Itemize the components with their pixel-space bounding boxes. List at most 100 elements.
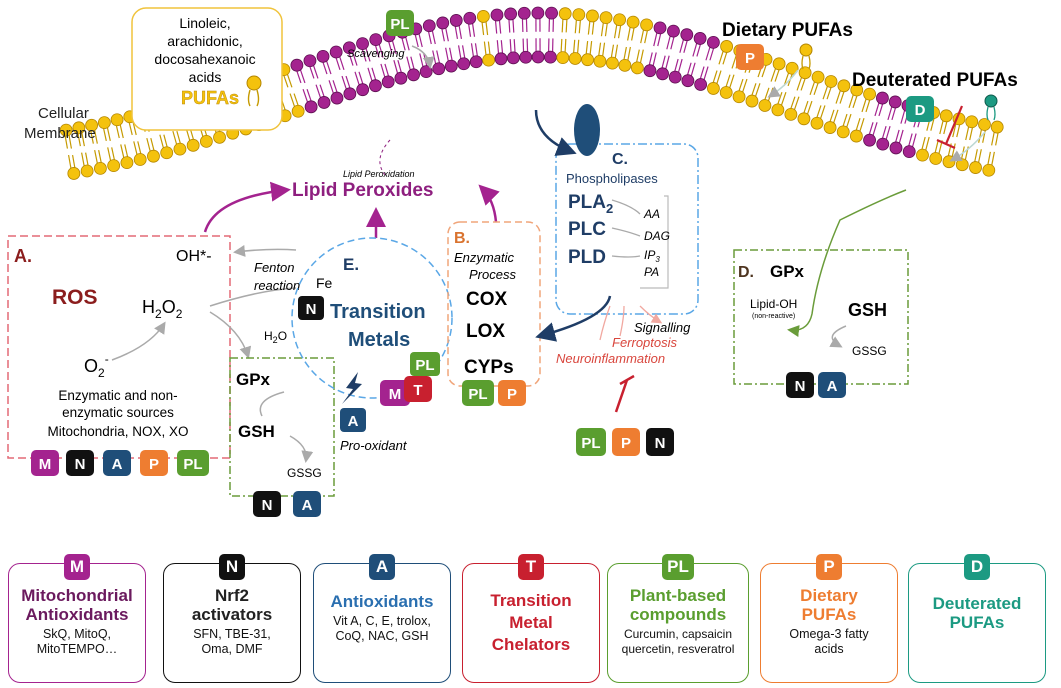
svg-text:Enzymatic and non-: Enzymatic and non-: [58, 388, 177, 403]
lipid-head: [745, 94, 759, 108]
h2o2-label: H2O2: [142, 297, 183, 321]
svg-text:GSH: GSH: [848, 300, 887, 320]
lipid-head: [449, 14, 463, 27]
svg-text:Ferroptosis: Ferroptosis: [612, 335, 678, 350]
svg-text:PL: PL: [415, 357, 434, 374]
svg-text:GSSG: GSSG: [852, 344, 887, 358]
lipid-head: [969, 161, 982, 174]
lipid-head: [837, 79, 851, 93]
lipid-head: [836, 125, 850, 139]
section-e-metals: E. N Transition Metals PL M T A Pro-oxid…: [291, 237, 453, 453]
svg-text:Signalling: Signalling: [634, 320, 691, 335]
lipid-head: [469, 55, 483, 69]
lipid-head: [902, 145, 916, 159]
dietary-chip: [736, 44, 764, 70]
svg-text:A: A: [827, 378, 838, 395]
lipid-head: [667, 24, 680, 38]
lipid-head: [824, 75, 838, 88]
lipid-head: [680, 28, 694, 42]
lipid-head: [120, 156, 134, 170]
lipid-head: [732, 90, 746, 104]
lipid-head: [784, 107, 798, 121]
lipid-head: [504, 7, 518, 21]
svg-text:D: D: [915, 102, 926, 119]
lipid-head: [849, 129, 863, 143]
lipid-head: [506, 51, 520, 65]
svg-text:acids: acids: [189, 69, 222, 85]
legend-chip-t: T: [518, 554, 544, 580]
lipid-head: [356, 83, 370, 97]
svg-text:E.: E.: [343, 255, 359, 274]
svg-text:A: A: [348, 413, 359, 430]
lipid-head: [160, 146, 174, 160]
lipid-head: [544, 50, 557, 64]
lipid-head: [147, 149, 160, 163]
lipid-head: [59, 123, 73, 137]
svg-text:N: N: [75, 456, 86, 473]
lipid-head: [356, 37, 369, 51]
svg-text:Metals: Metals: [348, 329, 410, 351]
svg-text:GSH: GSH: [238, 422, 275, 441]
lipid-head: [463, 11, 477, 25]
lipid-head: [556, 51, 570, 65]
svg-text:CYPs: CYPs: [464, 357, 514, 378]
lightning-icon: [342, 372, 362, 404]
lipid-head: [531, 6, 545, 20]
lipid-head: [668, 70, 682, 84]
svg-text:D.: D.: [738, 264, 754, 281]
svg-text:arachidonic,: arachidonic,: [167, 33, 243, 49]
lipid-head: [889, 141, 903, 155]
svg-text:T: T: [413, 382, 422, 399]
svg-text:A: A: [112, 456, 123, 473]
lipid-head: [706, 35, 720, 49]
svg-text:LOX: LOX: [466, 321, 505, 342]
lipid-head: [343, 87, 357, 101]
lipid-head: [186, 138, 200, 152]
svg-text:reaction: reaction: [254, 278, 300, 293]
lipid-head: [394, 71, 408, 85]
lipid-head: [558, 7, 572, 21]
lipid-head: [631, 61, 644, 75]
lipid-head: [381, 75, 395, 89]
lipid-head: [599, 11, 613, 25]
lipid-head: [476, 10, 490, 23]
lipid-head: [772, 57, 786, 71]
svg-text:Linoleic,: Linoleic,: [179, 15, 230, 31]
dietary-title: Dietary PUFAs: [722, 20, 853, 41]
lipid-head: [771, 103, 785, 117]
lipid-head: [482, 53, 496, 67]
svg-text:P: P: [745, 50, 755, 67]
svg-text:GPx: GPx: [770, 262, 805, 281]
svg-text:Enzymatic: Enzymatic: [454, 250, 514, 265]
lipid-head: [810, 116, 824, 130]
svg-text:IP3: IP3: [644, 248, 660, 264]
lipid-head: [444, 59, 458, 73]
lipid-head: [586, 9, 599, 23]
svg-text:Phospholipases: Phospholipases: [566, 171, 658, 186]
scavenging-group: PL Scavenging: [347, 10, 435, 69]
lipid-head: [519, 50, 533, 64]
lipid-head: [303, 54, 317, 68]
svg-text:C.: C.: [612, 151, 628, 168]
deuterated-pufas-group: Deuterated PUFAs D: [852, 70, 1018, 162]
lipid-head: [291, 104, 305, 118]
lipid-head: [133, 153, 147, 166]
svg-text:PLD: PLD: [568, 247, 606, 268]
lipid-head: [490, 8, 504, 22]
scavenging-label: Scavenging: [347, 48, 405, 60]
lipid-head: [107, 159, 121, 173]
svg-text:P: P: [621, 435, 631, 452]
lipid-head: [173, 142, 187, 156]
lipid-head: [978, 118, 991, 131]
lipid-head: [67, 167, 81, 180]
svg-text:COX: COX: [466, 289, 508, 310]
svg-text:H2O: H2O: [264, 329, 287, 345]
lipid-head: [531, 50, 545, 64]
svg-text:Process: Process: [469, 267, 516, 282]
svg-text:PL: PL: [468, 386, 487, 403]
lipid-peroxidation-label: Lipid Peroxidation: [343, 169, 415, 179]
lipid-head: [85, 118, 99, 132]
